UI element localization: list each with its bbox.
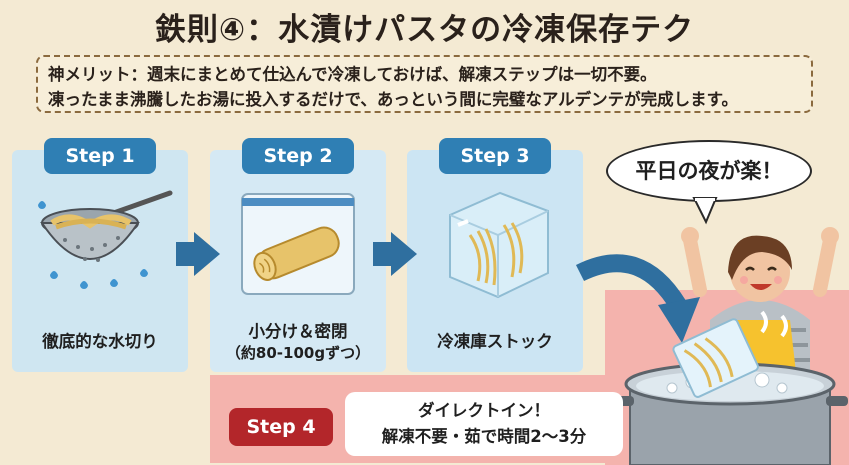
step1-caption: 徹底的な水切り (42, 332, 158, 351)
step3-badge: Step 3 (439, 138, 551, 174)
merit-line-2: 凍ったまま沸騰したお湯に投入するだけで、あっという間に完璧なアルデンテが完成しま… (48, 90, 739, 109)
step2-caption: 小分け＆密閉 (248, 322, 348, 341)
arrow-right-icon (194, 232, 220, 276)
boiling-pot-icon (612, 310, 848, 465)
arrow-1-tail (176, 242, 194, 266)
speech-bubble-tail (692, 197, 718, 225)
step1-badge: Step 1 (44, 138, 156, 174)
step4-description: ダイレクトイン！ 解凍不要・茹で時間2～3分 (345, 392, 623, 456)
merit-box: 神メリット：週末にまとめて仕込んで冷凍しておけば、解凍ステップは一切不要。 凍っ… (36, 55, 813, 113)
page-title: 鉄則④：水漬けパスタの冷凍保存テク (154, 12, 695, 48)
step4-line-1: ダイレクトイン！ (418, 401, 550, 420)
arrow-2-tail (373, 242, 391, 266)
step4-line-2: 解凍不要・茹で時間2～3分 (381, 427, 587, 446)
step1-panel (12, 150, 188, 372)
colander-icon (38, 190, 173, 289)
arrow-right-icon (391, 232, 417, 276)
ice-cube-icon (449, 191, 549, 299)
merit-line-1: 神メリット：週末にまとめて仕込んで冷凍しておけば、解凍ステップは一切不要。 (48, 65, 657, 84)
zip-bag-icon (241, 193, 355, 295)
step4-badge: Step 4 (229, 408, 333, 446)
step2-badge: Step 2 (242, 138, 354, 174)
curved-arrow-icon (575, 254, 700, 343)
step3-caption: 冷凍庫ストック (437, 332, 553, 351)
step2-subcaption: （約80-100gずつ） (225, 344, 371, 362)
speech-bubble: 平日の夜が楽！ (606, 140, 812, 202)
